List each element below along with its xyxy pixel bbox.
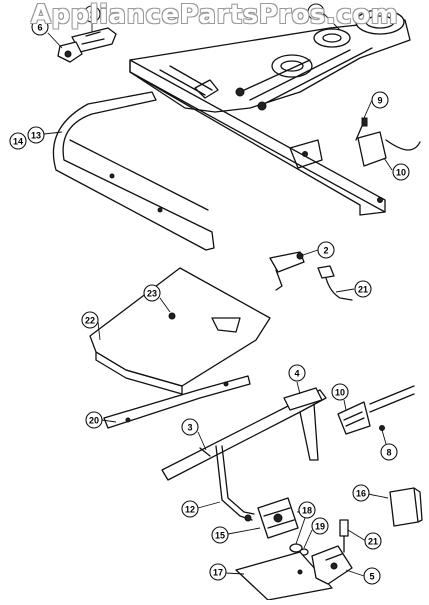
svg-text:15: 15 <box>215 531 225 541</box>
svg-text:12: 12 <box>185 505 195 515</box>
part-heat-shield-22 <box>89 267 271 395</box>
callout-19: 19 <box>303 517 329 549</box>
callout-21-lower: 21 <box>347 529 382 550</box>
callout-17: 17 <box>209 563 245 581</box>
watermark-text: AppliancePartsPros.com <box>30 0 399 30</box>
svg-text:21: 21 <box>358 285 368 295</box>
part-orifice-21-upper <box>317 265 353 301</box>
svg-text:21: 21 <box>368 537 378 547</box>
svg-text:10: 10 <box>396 168 406 178</box>
svg-text:18: 18 <box>302 506 312 516</box>
part-plate-17 <box>235 551 333 601</box>
callout-4: 4 <box>288 364 306 395</box>
callout-16: 16 <box>352 484 389 502</box>
svg-text:16: 16 <box>356 489 366 499</box>
callout-18: 18 <box>295 501 316 545</box>
svg-text:4: 4 <box>294 369 299 379</box>
callout-5: 5 <box>345 567 381 585</box>
svg-text:8: 8 <box>386 448 391 458</box>
svg-text:10: 10 <box>335 388 345 398</box>
callout-3: 3 <box>181 418 207 451</box>
callout-20: 20 <box>85 411 117 429</box>
callout-10-upper: 10 <box>383 157 410 181</box>
callout-10-lower: 10 <box>331 383 349 411</box>
part-gas-tube-12 <box>215 445 255 522</box>
svg-text:20: 20 <box>89 416 99 426</box>
svg-text:14: 14 <box>13 137 23 147</box>
svg-text:23: 23 <box>147 289 157 299</box>
callout-13: 13 <box>27 126 63 144</box>
svg-text:5: 5 <box>369 572 374 582</box>
part-orifice-21-lower <box>339 519 349 553</box>
svg-text:2: 2 <box>323 246 328 256</box>
callout-23: 23 <box>143 284 171 313</box>
svg-text:13: 13 <box>31 131 41 141</box>
callout-15: 15 <box>211 526 261 544</box>
callout-9: 9 <box>363 91 389 119</box>
callout-8: 8 <box>380 429 398 461</box>
callout-22: 22 <box>81 311 101 341</box>
callout-14: 14 <box>9 132 27 150</box>
svg-text:1: 1 <box>89 10 94 20</box>
part-manifold-tube-13 <box>52 91 215 251</box>
svg-text:17: 17 <box>213 568 223 578</box>
callout-12: 12 <box>181 500 221 518</box>
svg-text:6: 6 <box>37 23 42 33</box>
part-spark-switch-10 <box>355 117 421 167</box>
callout-2: 2 <box>299 241 335 259</box>
part-bracket-1 <box>57 27 117 63</box>
svg-text:19: 19 <box>315 522 325 532</box>
part-burner-tube-3 <box>161 387 327 481</box>
svg-text:7: 7 <box>313 8 318 18</box>
callout-1: 1 <box>83 5 101 32</box>
part-frame-rail <box>129 59 386 216</box>
svg-text:22: 22 <box>85 316 95 326</box>
svg-text:3: 3 <box>187 423 192 433</box>
part-orifice-2 <box>269 251 305 291</box>
callout-7: 7 <box>307 3 341 31</box>
part-block-16 <box>389 487 423 527</box>
callout-6: 6 <box>31 18 63 49</box>
part-igniter-10 <box>337 385 415 435</box>
part-regulator-5 <box>311 545 353 585</box>
callout-21-upper: 21 <box>335 280 372 298</box>
svg-text:9: 9 <box>377 96 382 106</box>
part-burner-assembly-7 <box>129 9 411 113</box>
part-bracket-20 <box>103 375 251 429</box>
